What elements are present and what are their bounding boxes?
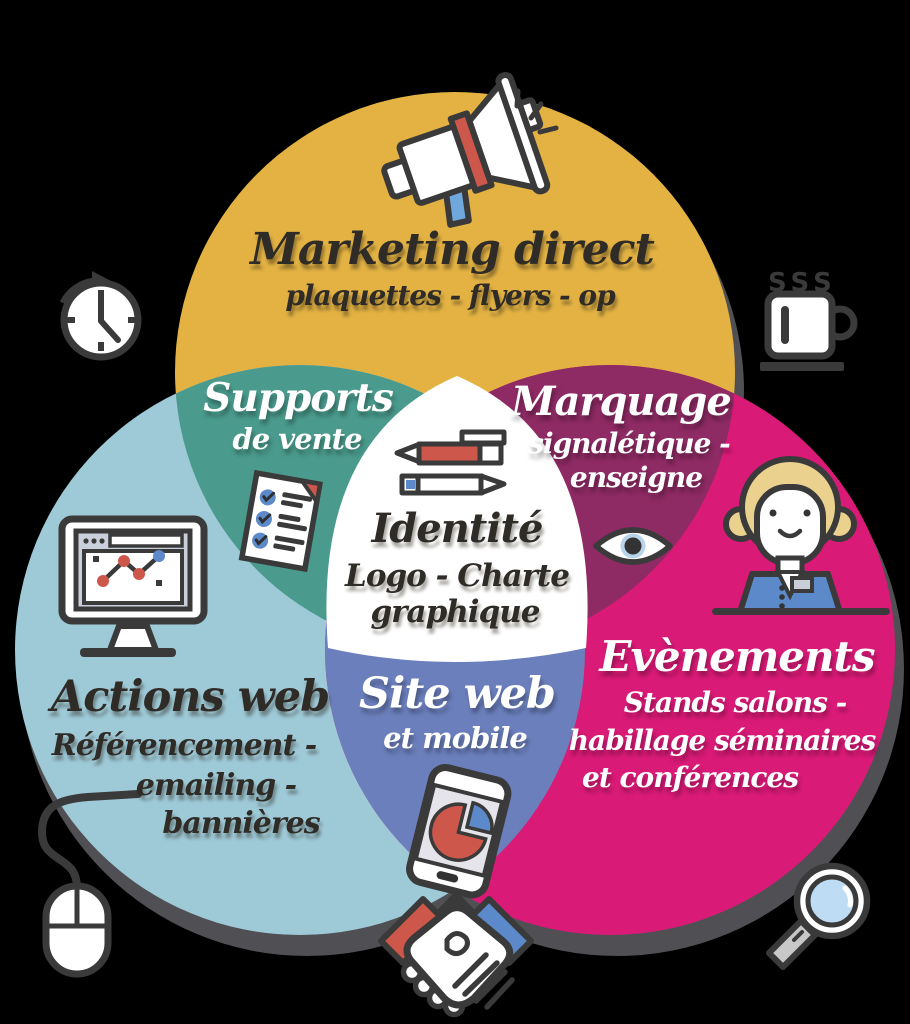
pens-icon: [394, 429, 507, 496]
evenements-sub-3: et conférences: [582, 761, 799, 794]
eye-icon: [593, 527, 673, 565]
center-identite-shape: [326, 376, 588, 662]
marquage-subtitle-1: signalétique -: [528, 427, 731, 460]
checklist-icon: [238, 469, 323, 573]
identite-subtitle-1: Logo - Charte: [345, 558, 570, 594]
businesswoman-icon: [712, 456, 890, 615]
site-web-subtitle: et mobile: [383, 721, 528, 755]
clock-icon: [59, 271, 142, 361]
smartphone-pie-icon: [406, 764, 512, 899]
coffee-cup-icon: SSS: [760, 268, 858, 371]
monitor-chart-icon: [58, 515, 208, 657]
site-web-title: Site web: [358, 669, 556, 719]
megaphone-icon: [381, 72, 559, 228]
marketing-title: Marketing direct: [250, 224, 655, 275]
identite-subtitle-2: graphique: [370, 594, 540, 630]
actions-web-sub-2: emailing -: [135, 768, 297, 803]
mouse-icon: [37, 790, 142, 978]
marquage-title: Marquage: [511, 378, 732, 425]
marketing-subtitle: plaquettes - flyers - op: [285, 279, 615, 312]
marquage-subtitle-2: enseigne: [569, 461, 703, 494]
actions-web-sub-3: bannières: [162, 806, 320, 841]
evenements-title: Evènements: [599, 632, 875, 681]
handshake-icon: [378, 890, 534, 1018]
supports-subtitle: de vente: [232, 422, 362, 456]
magnifier-icon: [766, 862, 871, 970]
actions-web-sub-1: Référencement -: [51, 728, 317, 763]
evenements-sub-2: habillage séminaires: [568, 724, 877, 757]
sound-waves-icon: [514, 88, 559, 135]
actions-web-title: Actions web: [50, 672, 330, 722]
supports-title: Supports: [203, 375, 394, 421]
evenements-sub-1: Stands salons -: [623, 686, 847, 719]
identite-title: Identité: [371, 505, 544, 552]
